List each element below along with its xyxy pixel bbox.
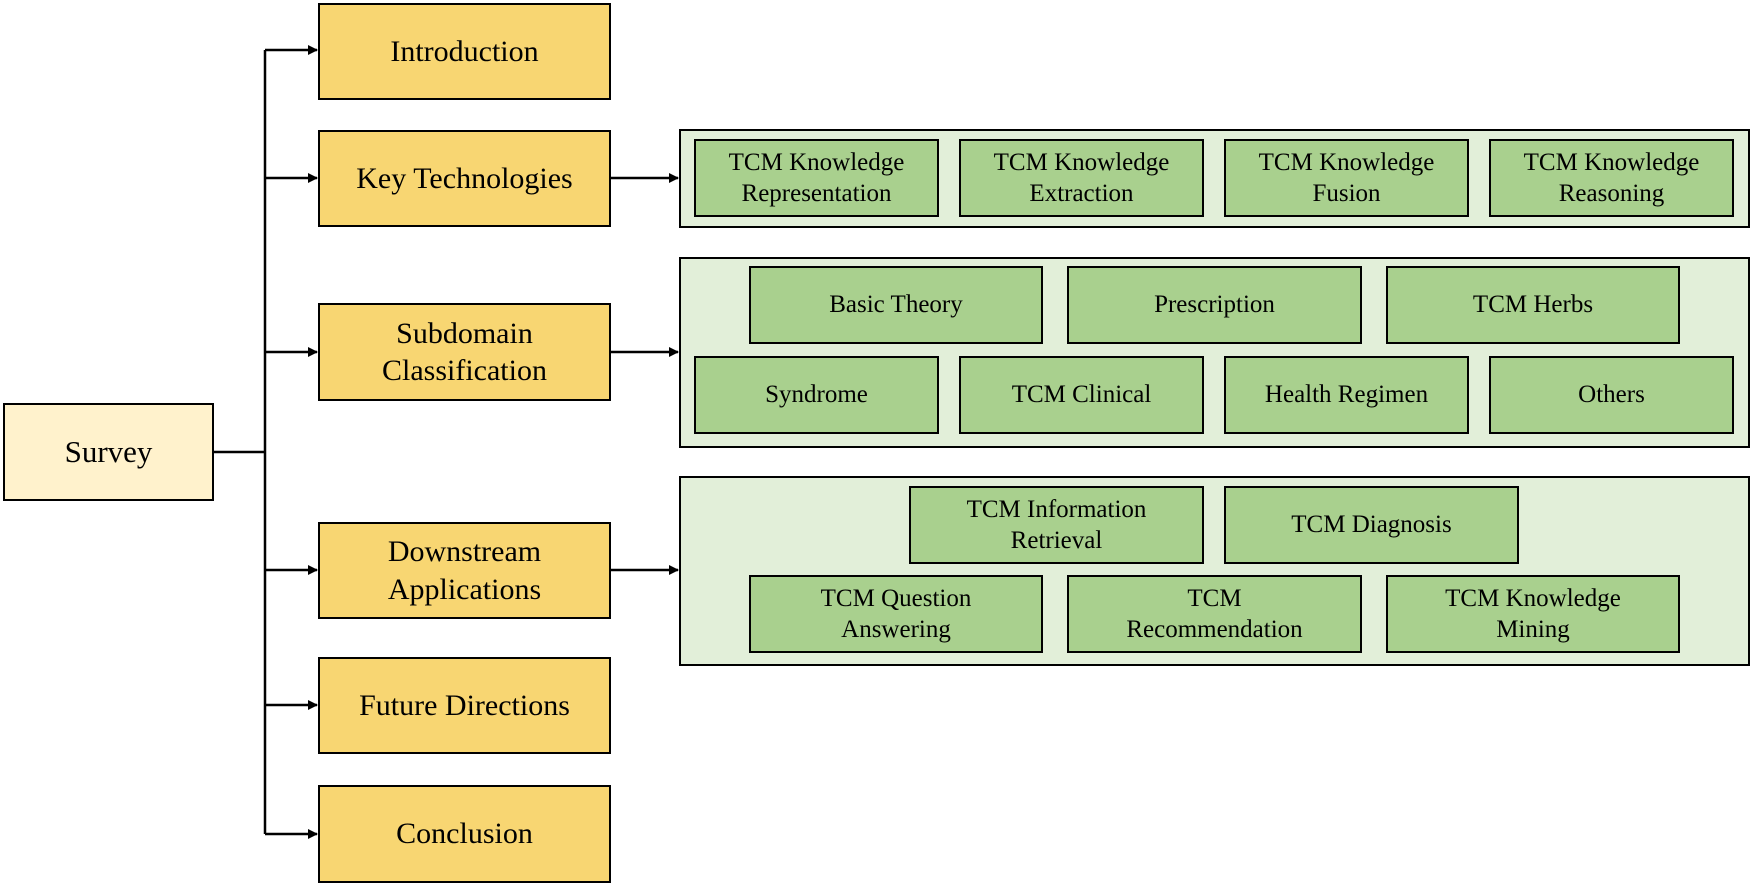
leaf-tcm-knowledge-fusion: TCM Knowledge Fusion bbox=[1224, 139, 1469, 217]
leaf-tcm-knowledge-representation: TCM Knowledge Representation bbox=[694, 139, 939, 217]
section-label: Downstream Applications bbox=[387, 535, 542, 606]
leaf-others: Others bbox=[1489, 356, 1734, 434]
section-subdomain-classification: Subdomain Classification bbox=[318, 303, 611, 401]
section-label: Introduction bbox=[390, 34, 539, 68]
root-node-survey: Survey bbox=[3, 403, 214, 501]
section-label: Subdomain Classification bbox=[382, 316, 547, 388]
leaf-tcm-knowledge-reasoning: TCM Knowledge Reasoning bbox=[1489, 139, 1734, 217]
leaf-prescription: Prescription bbox=[1067, 266, 1362, 344]
leaf-tcm-herbs: TCM Herbs bbox=[1386, 266, 1680, 344]
section-label: Key Technologies bbox=[356, 161, 573, 195]
section-introduction: Introduction bbox=[318, 3, 611, 100]
section-downstream-applications: Downstream Applications bbox=[318, 522, 611, 619]
section-key-technologies: Key Technologies bbox=[318, 130, 611, 227]
section-conclusion: Conclusion bbox=[318, 785, 611, 883]
leaf-tcm-question-answering: TCM Question Answering bbox=[749, 575, 1043, 653]
section-future-directions: Future Directions bbox=[318, 657, 611, 754]
leaf-syndrome: Syndrome bbox=[694, 356, 939, 434]
root-label: Survey bbox=[64, 433, 153, 469]
section-label: Future Directions bbox=[359, 688, 570, 722]
leaf-tcm-recommendation: TCM Recommendation bbox=[1067, 575, 1362, 653]
leaf-basic-theory: Basic Theory bbox=[749, 266, 1043, 344]
leaf-tcm-clinical: TCM Clinical bbox=[959, 356, 1204, 434]
leaf-tcm-diagnosis: TCM Diagnosis bbox=[1224, 486, 1519, 564]
leaf-tcm-knowledge-mining: TCM Knowledge Mining bbox=[1386, 575, 1680, 653]
leaf-tcm-knowledge-extraction: TCM Knowledge Extraction bbox=[959, 139, 1204, 217]
leaf-tcm-information-retrieval: TCM Information Retrieval bbox=[909, 486, 1204, 564]
leaf-health-regimen: Health Regimen bbox=[1224, 356, 1469, 434]
section-label: Conclusion bbox=[396, 817, 533, 851]
